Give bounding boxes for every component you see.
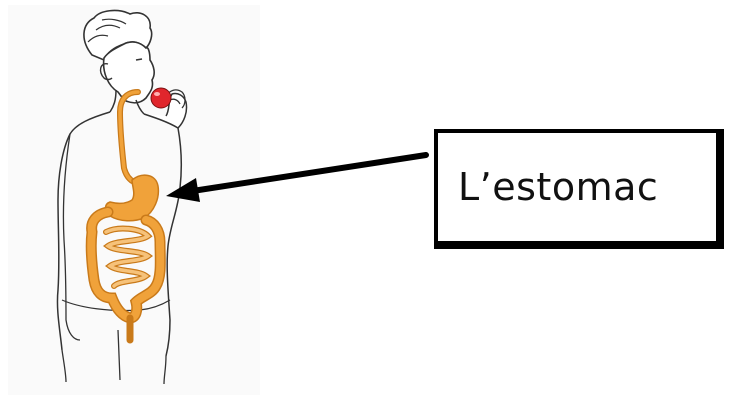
apple-highlight xyxy=(154,92,160,96)
label-box: L’estomac xyxy=(434,129,724,249)
apple-icon xyxy=(151,88,171,108)
stomach-label: L’estomac xyxy=(438,165,658,209)
eye xyxy=(136,59,142,60)
